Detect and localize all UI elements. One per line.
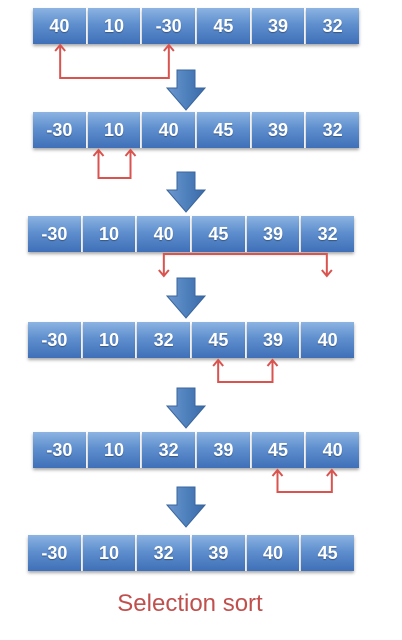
down-arrow-icon xyxy=(165,171,207,213)
array-cell: 32 xyxy=(142,432,198,468)
array-cell: -30 xyxy=(28,535,83,571)
array-cell: 32 xyxy=(301,216,355,252)
array-cell: 45 xyxy=(251,432,307,468)
arrow-head xyxy=(124,148,137,157)
array-cell: 39 xyxy=(197,432,252,468)
swap-connector xyxy=(217,360,274,383)
arrow-head xyxy=(271,468,284,477)
swap-connector xyxy=(59,45,170,79)
array-cell: -30 xyxy=(28,322,83,358)
array-cell: 32 xyxy=(306,8,360,44)
array-cell: 45 xyxy=(192,216,247,252)
array-cell: 40 xyxy=(306,432,360,468)
array-cell: -30 xyxy=(33,112,88,148)
arrow-head xyxy=(326,468,338,477)
swap-connector xyxy=(162,253,328,276)
array-cell: 10 xyxy=(82,322,138,358)
array-cell: 45 xyxy=(192,322,247,358)
arrow-head xyxy=(54,43,66,52)
array-cell: 32 xyxy=(306,112,360,148)
array-cell: 32 xyxy=(137,322,193,358)
swap-connector xyxy=(97,150,132,179)
array-cell: -30 xyxy=(28,216,83,252)
down-arrow-icon xyxy=(165,277,207,319)
array-cell: -30 xyxy=(33,432,88,468)
arrow-head xyxy=(212,358,224,367)
array-cell: 32 xyxy=(137,535,193,571)
array-cell: 40 xyxy=(142,112,198,148)
array-cell: 45 xyxy=(197,8,252,44)
diagram-caption: Selection sort xyxy=(117,590,263,617)
down-arrow-icon xyxy=(165,387,207,429)
arrow-head xyxy=(158,269,170,278)
array-cell: 39 xyxy=(192,535,247,571)
array-cell: 10 xyxy=(87,8,143,44)
array-cell: 10 xyxy=(82,535,138,571)
array-cell: 40 xyxy=(137,216,193,252)
arrow-head xyxy=(266,358,279,367)
array-cell: 39 xyxy=(251,8,307,44)
array-cell: 45 xyxy=(301,535,355,571)
array-cell: 40 xyxy=(246,535,302,571)
array-cell: 39 xyxy=(251,112,307,148)
array-cell: 40 xyxy=(33,8,88,44)
array-cell: -30 xyxy=(142,8,198,44)
array-cell: 45 xyxy=(197,112,252,148)
array-cell: 39 xyxy=(246,216,302,252)
arrow-head xyxy=(163,43,175,52)
array-cell: 10 xyxy=(87,432,143,468)
arrow-head xyxy=(92,148,105,157)
array-cell: 40 xyxy=(301,322,355,358)
down-arrow-icon xyxy=(165,69,207,111)
array-cell: 39 xyxy=(246,322,302,358)
swap-connector xyxy=(276,470,333,493)
array-cell: 10 xyxy=(82,216,138,252)
array-cell: 10 xyxy=(87,112,143,148)
down-arrow-icon xyxy=(165,486,207,528)
arrow-head xyxy=(321,269,333,278)
